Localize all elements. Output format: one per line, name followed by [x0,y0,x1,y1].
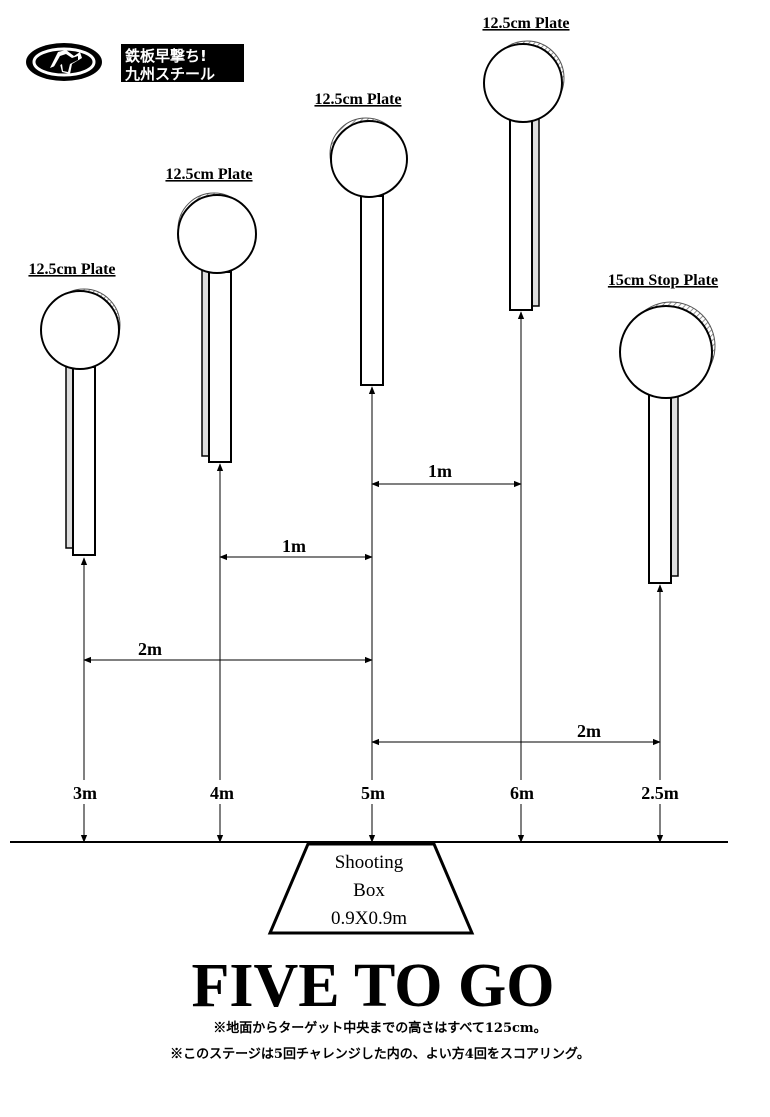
logo: 鉄板早撃ち! 九州スチール [26,43,244,83]
target-1-stand [72,366,96,556]
target-2-plate [177,194,257,274]
note-scoring: ※このステージは5回チャレンジした内の、よい方4回をスコアリング。 [170,1046,590,1062]
shooting-box-shape [267,842,475,935]
target-1: 12.5cm Plate [28,261,121,556]
shooting-box-line1: Shooting [335,852,404,873]
spacing-t3-t4: 1m [428,461,452,481]
distance-lines [80,311,664,843]
target-4-plate [483,43,563,123]
target-2-stand [208,271,232,463]
distance-label-t2: 4m [210,783,234,803]
distance-label-t4: 6m [510,783,534,803]
target-1-plate [40,290,120,370]
target-3: 12.5cm Plate [314,91,408,386]
target-5-label: 15cm Stop Plate [608,272,718,289]
target-5: 15cm Stop Plate [608,272,718,584]
target-3-plate [330,120,408,198]
target-5-plate [619,305,713,399]
distance-label-t5: 2.5m [641,783,679,803]
spacing-t1-t3: 2m [138,639,162,659]
logo-line1: 鉄板早撃ち! [125,47,207,65]
spacing-t2-t3: 1m [282,536,306,556]
logo-line2: 九州スチール [124,65,215,83]
shooting-box-line2: Box [353,880,385,901]
target-5-stand [648,392,672,584]
note-height: ※地面からターゲット中央までの高さはすべて125cm。 [213,1020,546,1036]
target-4: 12.5cm Plate [482,15,570,311]
target-2-label: 12.5cm Plate [165,166,252,183]
shooting-box: Shooting Box 0.9X0.9m [267,842,475,935]
distance-label-t3: 5m [361,783,385,803]
target-4-stand [509,119,533,311]
shooting-box-line3: 0.9X0.9m [331,908,407,929]
target-1-label: 12.5cm Plate [28,261,115,278]
target-3-stand [360,195,384,386]
target-4-label: 12.5cm Plate [482,15,569,32]
target-3-label: 12.5cm Plate [314,91,401,108]
spacing-t3-t5: 2m [577,721,601,741]
distance-label-t1: 3m [73,783,97,803]
target-2: 12.5cm Plate [165,166,257,463]
stage-title: FIVE TO GO [192,952,555,1020]
spacing-lines [83,480,661,746]
